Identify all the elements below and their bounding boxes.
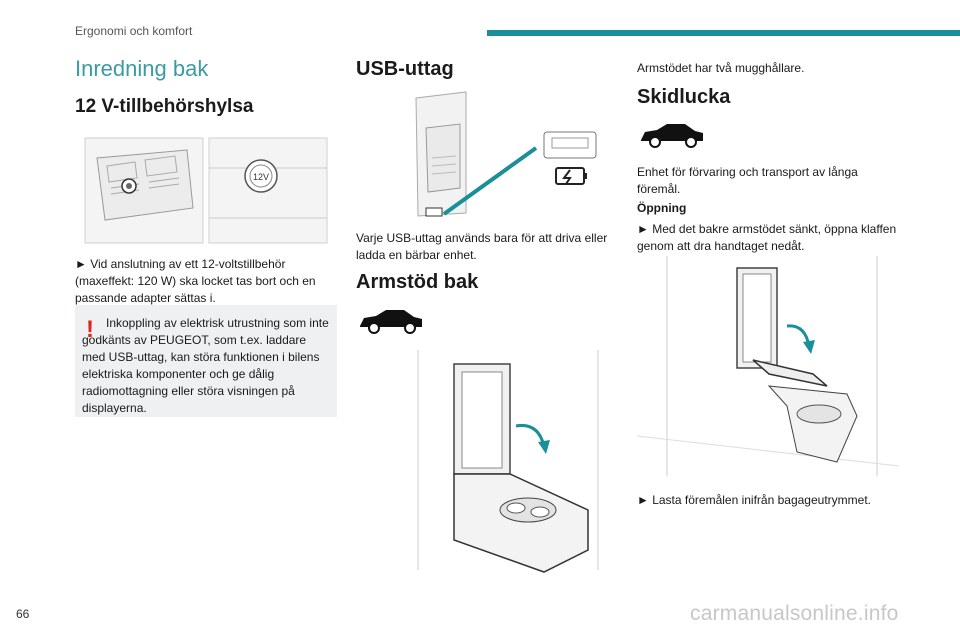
opening-instruction: ► Med det bakre armstödet sänkt, öppna k… — [637, 222, 897, 253]
page-number: 66 — [16, 607, 30, 621]
usb-illustration — [356, 88, 618, 223]
socket-label: 12V — [253, 172, 269, 182]
12v-instruction: ► Vid anslutning av ett 12-voltstillbehö… — [75, 257, 316, 305]
12v-socket-illustration: 12V — [75, 128, 337, 248]
warning-text: Inkoppling av elektrisk utrustning som i… — [82, 316, 329, 415]
watermark: carmanualsonline.info — [690, 602, 899, 625]
exclamation-icon: ! — [86, 316, 94, 343]
page-title: Inredning bak — [75, 56, 209, 81]
ski-text: Enhet för förvaring och transport av lån… — [637, 165, 858, 196]
section-title-12v: 12 V-tillbehörshylsa — [75, 96, 254, 117]
battery-charge-icon — [555, 167, 587, 185]
section-title-armrest: Armstöd bak — [356, 271, 479, 293]
usb-text: Varje USB-uttag används bara för att dri… — [356, 231, 608, 262]
section-title-ski: Skidlucka — [637, 86, 731, 108]
warning-box — [75, 305, 337, 417]
car-silhouette-icon — [637, 120, 707, 150]
running-header: Ergonomi och komfort — [75, 24, 193, 38]
header-bar — [487, 30, 960, 36]
opening-label: Öppning — [637, 201, 687, 215]
load-instruction: ► Lasta föremålen inifrån bagageutrymmet… — [637, 493, 871, 507]
car-silhouette-icon — [356, 306, 426, 336]
cup-holder-text: Armstödet har två mugghållare. — [637, 61, 805, 75]
section-title-usb: USB-uttag — [356, 58, 454, 80]
ski-hatch-illustration — [637, 256, 899, 478]
armrest-illustration — [398, 350, 618, 580]
